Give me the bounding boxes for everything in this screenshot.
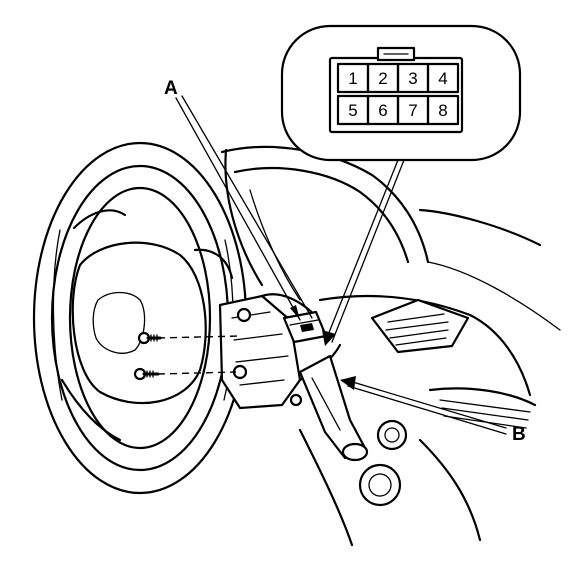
steering-wheel [32, 141, 248, 495]
steering-column [218, 293, 369, 462]
pin-number: 6 [378, 101, 387, 120]
pin-number: 4 [438, 69, 447, 88]
callout-label-b: B [512, 424, 526, 445]
mounting-screws [133, 331, 241, 381]
leader-a [175, 97, 301, 321]
connector-detail: 1 2 3 4 5 6 7 8 [280, 24, 522, 162]
dashboard [220, 145, 561, 547]
pin-number: 1 [348, 69, 357, 88]
pin-number: 2 [378, 69, 387, 88]
arrowhead-a [290, 305, 300, 320]
screw-upper [137, 331, 162, 345]
pin-number: 3 [408, 69, 417, 88]
arrowhead-b [340, 376, 356, 390]
pin-4: 4 [426, 62, 460, 94]
leader-lines [175, 95, 507, 435]
callout-label-a: A [164, 78, 178, 99]
pin-number: 7 [408, 101, 417, 120]
pin-number: 8 [438, 101, 447, 120]
pin-8: 8 [426, 94, 460, 126]
leader-b [345, 379, 507, 429]
leader-connector [325, 159, 399, 341]
arrowhead-connector [322, 330, 336, 346]
screw-lower [133, 367, 160, 381]
pin-number: 5 [348, 101, 357, 120]
